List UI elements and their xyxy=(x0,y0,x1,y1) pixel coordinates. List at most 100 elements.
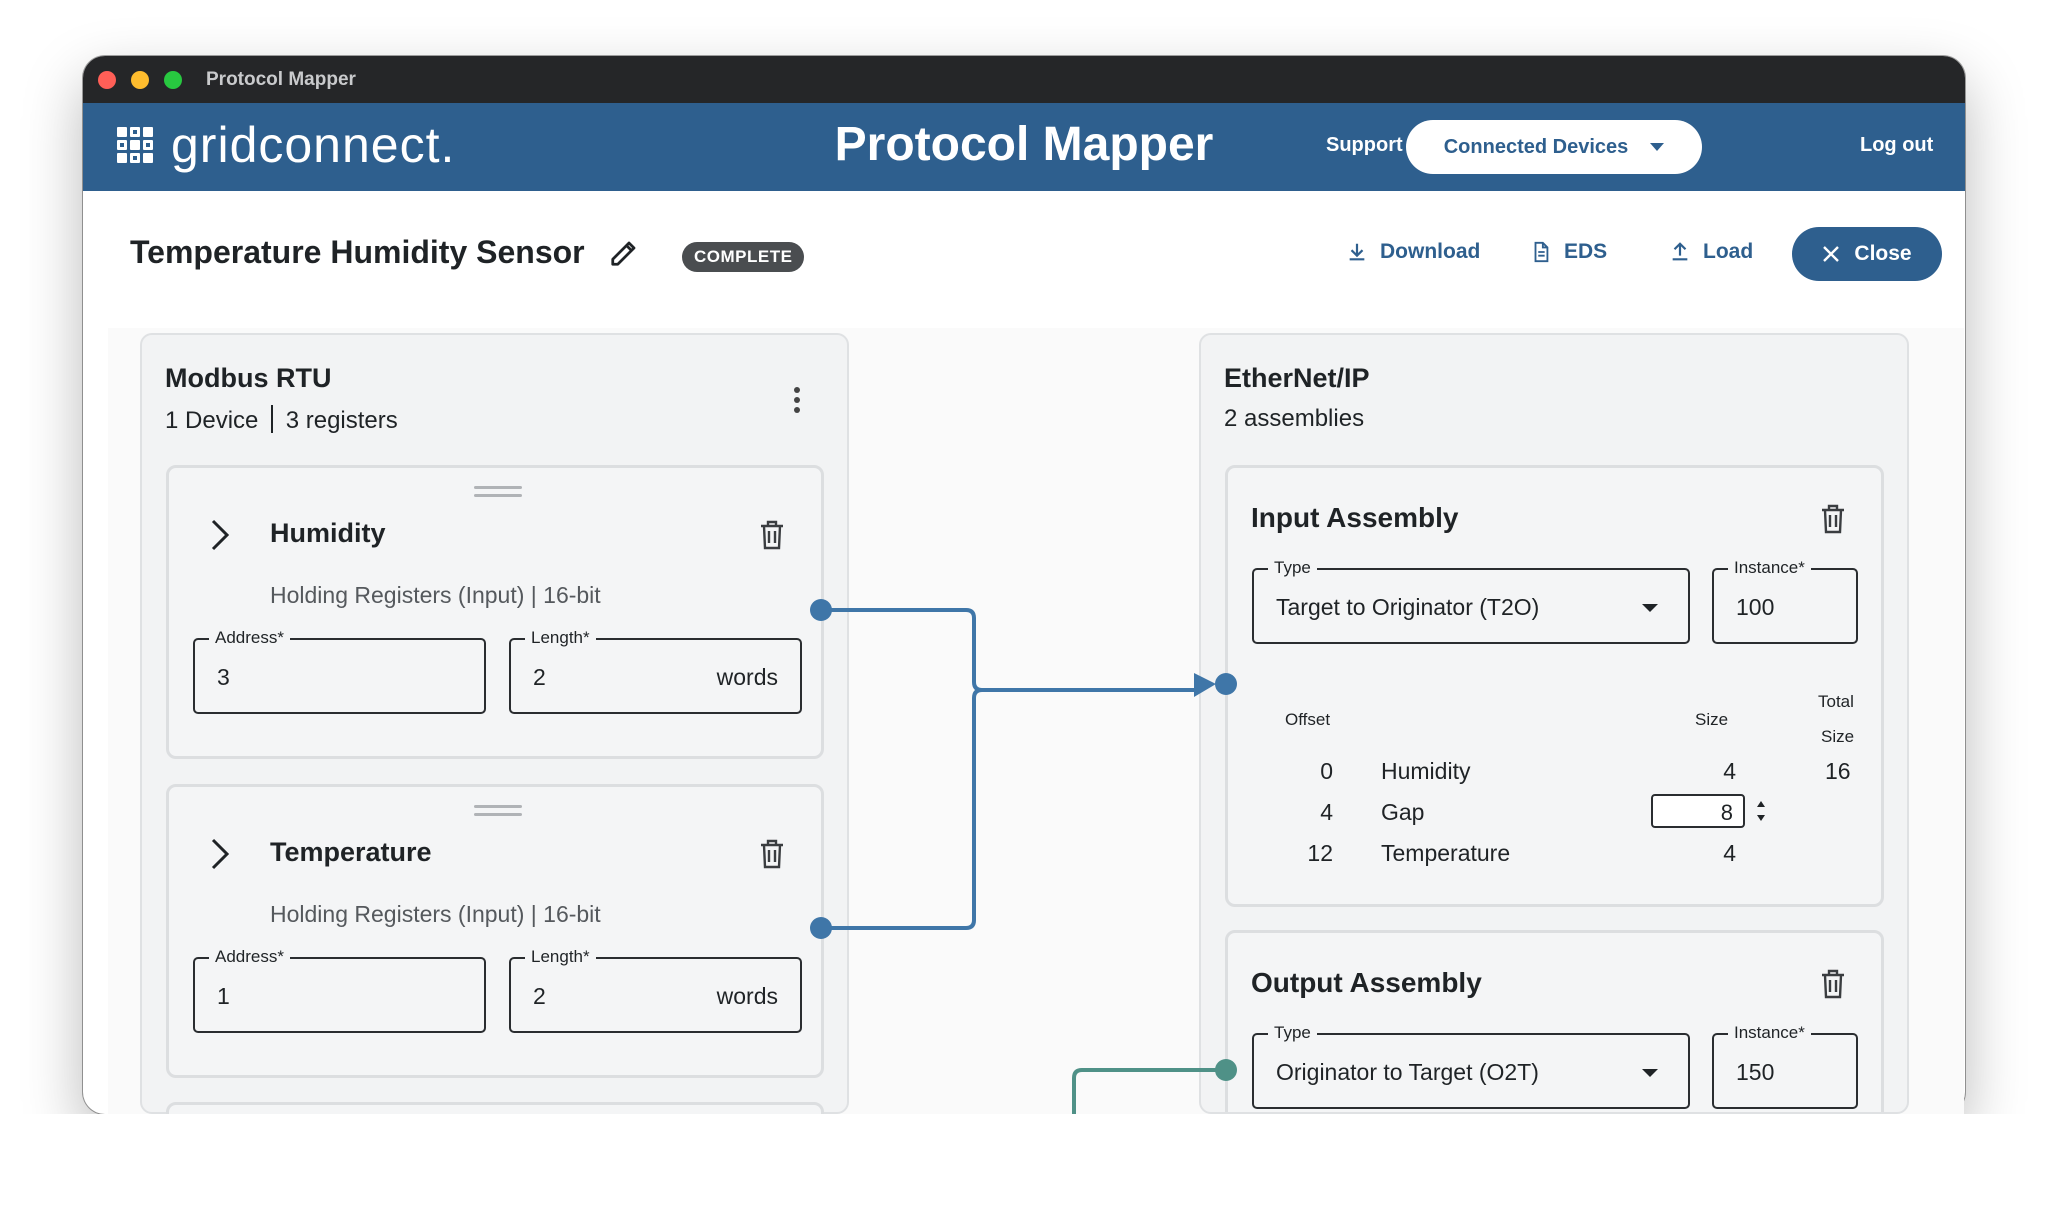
eds-button[interactable]: EDS xyxy=(1530,240,1607,264)
offset-header: Offset xyxy=(1285,710,1331,729)
download-icon xyxy=(1349,243,1365,261)
upload-icon xyxy=(1672,242,1688,261)
window-title: Protocol Mapper xyxy=(206,69,356,90)
output-assembly-card: Output Assembly Type Originator to Targe… xyxy=(1225,930,1884,1112)
row-size: 4 xyxy=(1723,758,1736,784)
logo-text: gridconnect. xyxy=(171,117,456,173)
close-label: Close xyxy=(1854,242,1912,265)
address-value: 3 xyxy=(217,664,230,690)
length-field[interactable]: Length* 2 words xyxy=(509,628,802,714)
download-button[interactable]: Download xyxy=(1346,240,1480,264)
maximize-window-button[interactable] xyxy=(164,71,182,89)
address-value: 1 xyxy=(217,983,230,1009)
type-label: Type xyxy=(1268,558,1317,578)
close-icon xyxy=(1823,246,1840,262)
gap-size-input[interactable]: 8 xyxy=(1651,794,1745,828)
row-offset: 12 xyxy=(1307,840,1333,866)
chevron-right-icon[interactable] xyxy=(209,837,231,871)
address-label: Address* xyxy=(209,628,290,648)
length-unit: words xyxy=(716,664,778,690)
modbus-panel: Modbus RTU 1 Device 3 registers Humidity… xyxy=(140,333,849,1182)
trash-icon[interactable] xyxy=(759,839,785,869)
download-label: Download xyxy=(1380,240,1481,263)
caret-down-icon xyxy=(1642,1069,1658,1077)
instance-value: 100 xyxy=(1736,594,1775,620)
connected-devices-label: Connected Devices xyxy=(1443,135,1629,158)
trash-icon[interactable] xyxy=(759,520,785,550)
modbus-summary: 1 Device 3 registers xyxy=(165,405,398,435)
output-type-select[interactable]: Type Originator to Target (O2T) xyxy=(1252,1023,1690,1109)
output-instance-field[interactable]: Instance* 150 xyxy=(1712,1023,1858,1109)
page-title: Temperature Humidity Sensor xyxy=(130,234,585,270)
close-window-button[interactable] xyxy=(98,71,116,89)
document-icon xyxy=(1534,241,1549,263)
length-value: 2 xyxy=(533,983,546,1009)
register-subtitle: Holding Registers (Input) | 16-bit xyxy=(270,582,601,608)
modbus-title: Modbus RTU xyxy=(165,363,332,393)
assembly-count: 2 assemblies xyxy=(1224,405,1365,432)
status-badge: COMPLETE xyxy=(682,242,805,272)
edit-icon[interactable] xyxy=(609,238,639,268)
caret-down-icon xyxy=(1650,143,1665,151)
below-window-area xyxy=(0,1114,2048,1224)
address-field[interactable]: Address* 1 xyxy=(193,947,486,1033)
caret-down-icon xyxy=(1642,604,1658,612)
register-name: Humidity xyxy=(270,518,386,548)
type-label: Type xyxy=(1268,1023,1317,1043)
logo[interactable]: gridconnect. xyxy=(117,117,456,173)
length-value: 2 xyxy=(533,664,546,690)
size-header: Size xyxy=(1695,710,1729,729)
trash-icon[interactable] xyxy=(1820,969,1846,999)
row-offset: 4 xyxy=(1320,799,1333,825)
gap-size-value: 8 xyxy=(1720,800,1733,825)
total-size-header-line1: Total xyxy=(1818,692,1854,711)
output-assembly-title: Output Assembly xyxy=(1251,967,1482,998)
length-label: Length* xyxy=(525,947,596,967)
spinner-icon[interactable] xyxy=(1755,797,1767,825)
register-card-humidity: Humidity Holding Registers (Input) | 16-… xyxy=(166,465,824,759)
title-bar: Protocol Mapper xyxy=(83,56,1965,103)
chevron-right-icon[interactable] xyxy=(209,518,231,552)
row-name: Gap xyxy=(1381,799,1425,825)
row-size: 4 xyxy=(1723,840,1736,866)
total-size-header-line2: Size xyxy=(1821,727,1855,746)
length-label: Length* xyxy=(525,628,596,648)
load-label: Load xyxy=(1703,240,1754,263)
trash-icon[interactable] xyxy=(1820,504,1846,534)
type-value: Originator to Target (O2T) xyxy=(1276,1059,1539,1085)
eds-label: EDS xyxy=(1564,240,1608,263)
row-name: Temperature xyxy=(1381,840,1511,866)
row-offset: 0 xyxy=(1320,758,1333,784)
kebab-icon[interactable] xyxy=(794,387,802,417)
length-unit: words xyxy=(716,983,778,1009)
instance-label: Instance* xyxy=(1728,1023,1811,1043)
connected-devices-dropdown[interactable]: Connected Devices xyxy=(1406,120,1702,174)
support-link[interactable]: Support xyxy=(1326,134,1403,156)
device-count: 1 Device xyxy=(165,407,259,434)
length-field[interactable]: Length* 2 words xyxy=(509,947,802,1033)
row-name: Humidity xyxy=(1381,758,1471,784)
load-button[interactable]: Load xyxy=(1669,240,1753,264)
register-card-temperature: Temperature Holding Registers (Input) | … xyxy=(166,784,824,1078)
drag-handle-icon[interactable] xyxy=(474,805,522,821)
register-subtitle: Holding Registers (Input) | 16-bit xyxy=(270,901,601,927)
register-count: 3 registers xyxy=(285,407,398,434)
input-type-select[interactable]: Type Target to Originator (T2O) xyxy=(1252,558,1690,644)
type-value: Target to Originator (T2O) xyxy=(1276,594,1540,620)
app-header: gridconnect. Protocol Mapper Connected D… xyxy=(83,103,1965,191)
address-field[interactable]: Address* 3 xyxy=(193,628,486,714)
drag-handle-icon[interactable] xyxy=(474,486,522,502)
ethernet-title: EtherNet/IP xyxy=(1224,363,1370,393)
input-instance-field[interactable]: Instance* 100 xyxy=(1712,558,1858,644)
minimize-window-button[interactable] xyxy=(131,71,149,89)
input-assembly-card: Input Assembly Type Target to Originator… xyxy=(1225,465,1884,907)
close-button[interactable]: Close xyxy=(1792,227,1942,281)
input-assembly-title: Input Assembly xyxy=(1251,502,1459,533)
instance-value: 150 xyxy=(1736,1059,1775,1085)
address-label: Address* xyxy=(209,947,290,967)
total-size-value: 16 xyxy=(1825,758,1851,784)
ethernet-panel: EtherNet/IP 2 assemblies Input Assembly … xyxy=(1199,333,1909,1114)
register-name: Temperature xyxy=(270,837,432,867)
logo-grid-icon xyxy=(117,127,153,163)
logout-link[interactable]: Log out xyxy=(1860,134,1934,156)
